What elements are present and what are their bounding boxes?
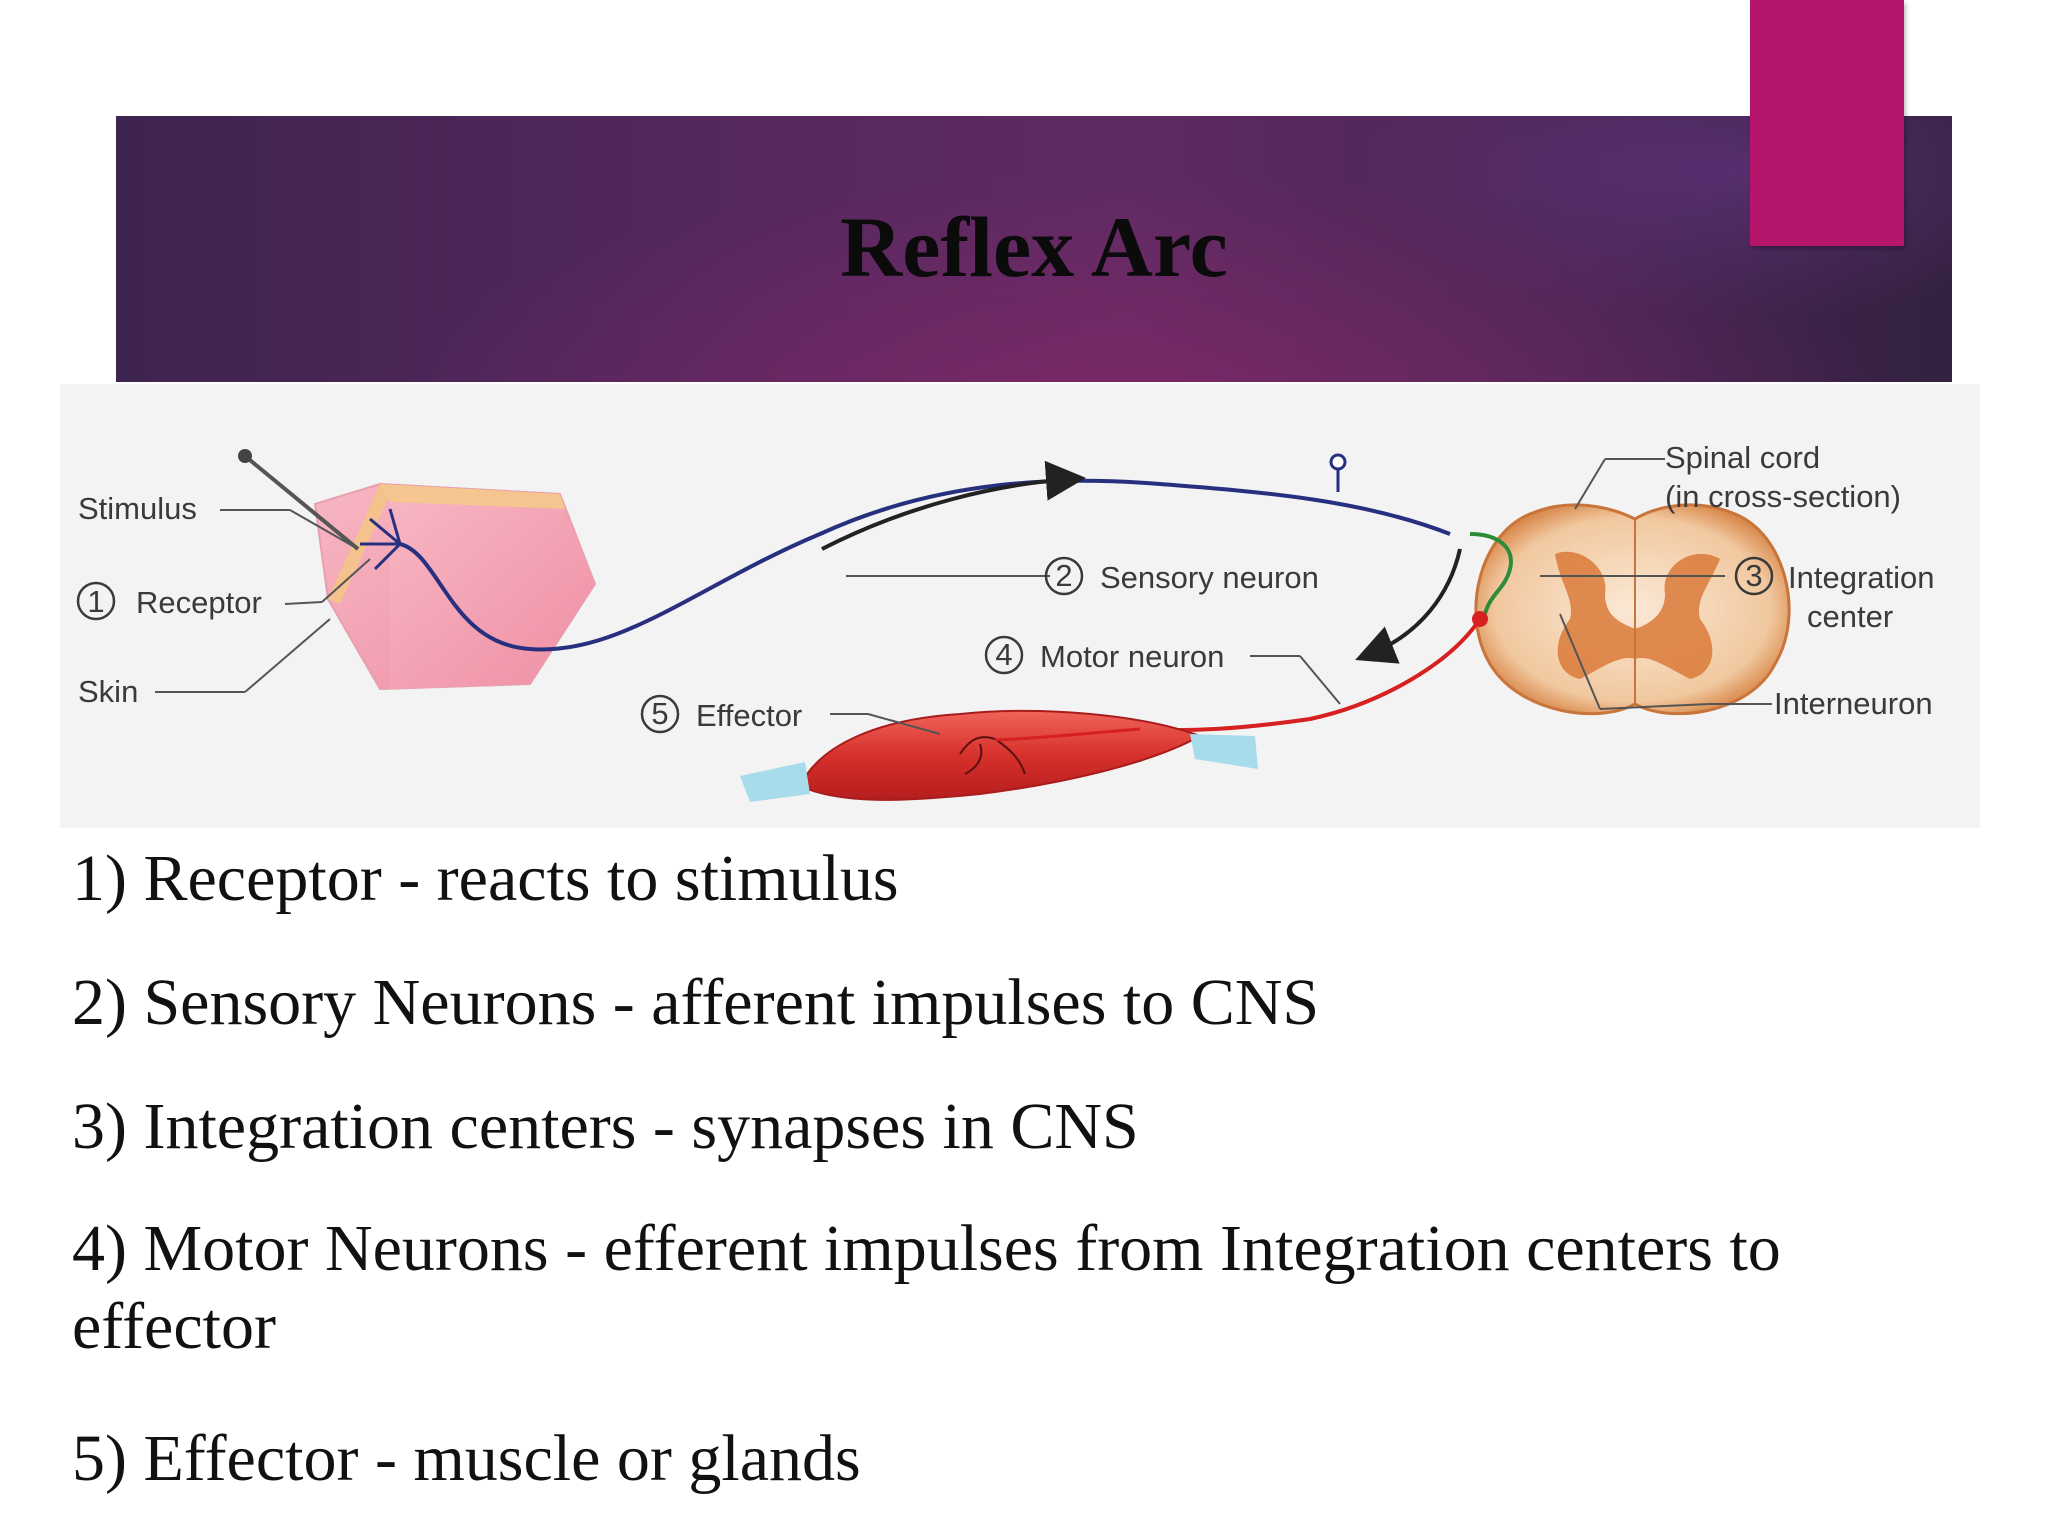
list-item: 5) Effector - muscle or glands [72, 1422, 861, 1495]
spinal-cord [1474, 503, 1791, 716]
motor-direction-arrow [1355, 548, 1462, 664]
label-sensory-neuron: Sensory neuron [1100, 560, 1319, 595]
label-effector-number: 5 [651, 696, 668, 731]
accent-tab [1750, 0, 1904, 246]
label-spinal-cord-line1: Spinal cord [1665, 440, 1820, 475]
label-spinal-cord-line2: (in cross-section) [1665, 479, 1901, 514]
interneuron-path [1469, 532, 1513, 615]
sensory-cell-body [1329, 453, 1347, 471]
skin-block [313, 482, 597, 691]
label-sensory-number: 2 [1055, 558, 1072, 593]
motor-neuron-path [1139, 617, 1482, 733]
sensory-direction-arrow [821, 460, 1086, 551]
label-stimulus: Stimulus [78, 491, 197, 526]
list-item: 2) Sensory Neurons - afferent impulses t… [72, 966, 1320, 1039]
reflex-arc-diagram: Stimulus 1 Receptor Skin 2 Sensory neuro… [60, 384, 1980, 828]
list-item: 4) Motor Neurons - efferent impulses fro… [72, 1212, 1781, 1363]
sensory-neuron-path [399, 478, 1451, 652]
label-integration-number: 3 [1745, 558, 1762, 593]
effector-muscle [740, 709, 1258, 802]
stimulus-pin [238, 449, 360, 551]
label-effector: Effector [696, 698, 802, 733]
label-receptor-number: 1 [87, 584, 104, 619]
slide-title: Reflex Arc [840, 199, 1228, 295]
label-motor-neuron: Motor neuron [1040, 639, 1224, 674]
list-item: 3) Integration centers - synapses in CNS [72, 1090, 1139, 1163]
label-receptor: Receptor [136, 585, 262, 620]
title-banner: Reflex Arc [116, 116, 1952, 382]
label-integration-line1: Integration [1788, 560, 1935, 595]
label-interneuron: Interneuron [1774, 686, 1933, 721]
list-item: 1) Receptor - reacts to stimulus [72, 842, 899, 915]
label-motor-number: 4 [995, 637, 1012, 672]
label-skin: Skin [78, 674, 138, 709]
label-integration-line2: center [1807, 599, 1893, 634]
